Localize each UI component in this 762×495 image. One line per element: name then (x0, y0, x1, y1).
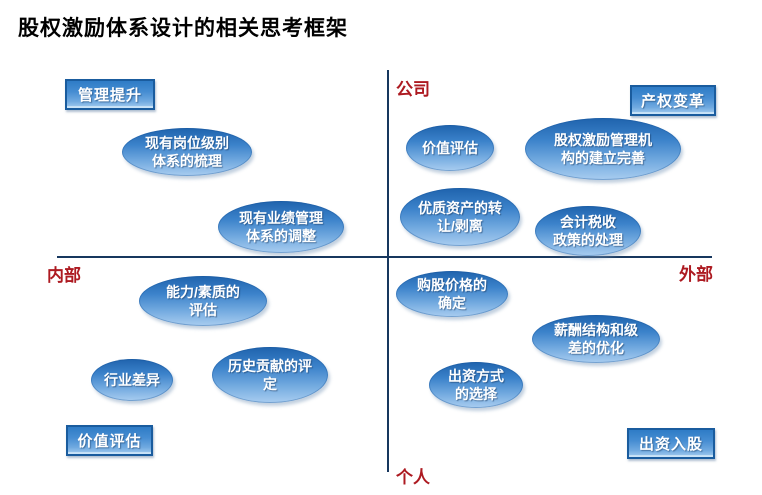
concept-bubble: 能力/素质的 评估 (139, 276, 267, 326)
concept-bubble: 行业差异 (91, 359, 173, 401)
axis-label-left: 内部 (47, 266, 81, 285)
concept-bubble: 现有业绩管理 体系的调整 (218, 201, 344, 253)
vertical-axis-line (387, 70, 389, 472)
concept-bubble: 出资方式 的选择 (429, 362, 523, 408)
corner-label-top-left: 管理提升 (65, 79, 155, 110)
axis-label-bottom: 个人 (396, 468, 430, 487)
concept-bubble: 会计税收 政策的处理 (535, 206, 641, 256)
concept-bubble: 现有岗位级别 体系的梳理 (122, 128, 252, 176)
axis-label-right: 外部 (679, 265, 713, 284)
corner-label-top-right: 产权变革 (630, 85, 716, 116)
concept-bubble: 价值评估 (406, 125, 494, 171)
concept-bubble: 股权激励管理机 构的建立完善 (525, 118, 681, 180)
corner-label-bottom-right: 出资入股 (627, 428, 715, 459)
concept-bubble: 优质资产的转 让/剥离 (400, 188, 520, 246)
axis-label-top: 公司 (396, 80, 430, 99)
page-title: 股权激励体系设计的相关思考框架 (18, 17, 348, 40)
concept-bubble: 购股价格的 确定 (396, 271, 508, 317)
corner-label-bottom-left: 价值评估 (66, 425, 153, 456)
horizontal-axis-line (57, 256, 712, 258)
concept-bubble: 历史贡献的评 定 (212, 347, 328, 403)
concept-bubble: 薪酬结构和级 差的优化 (532, 315, 660, 363)
